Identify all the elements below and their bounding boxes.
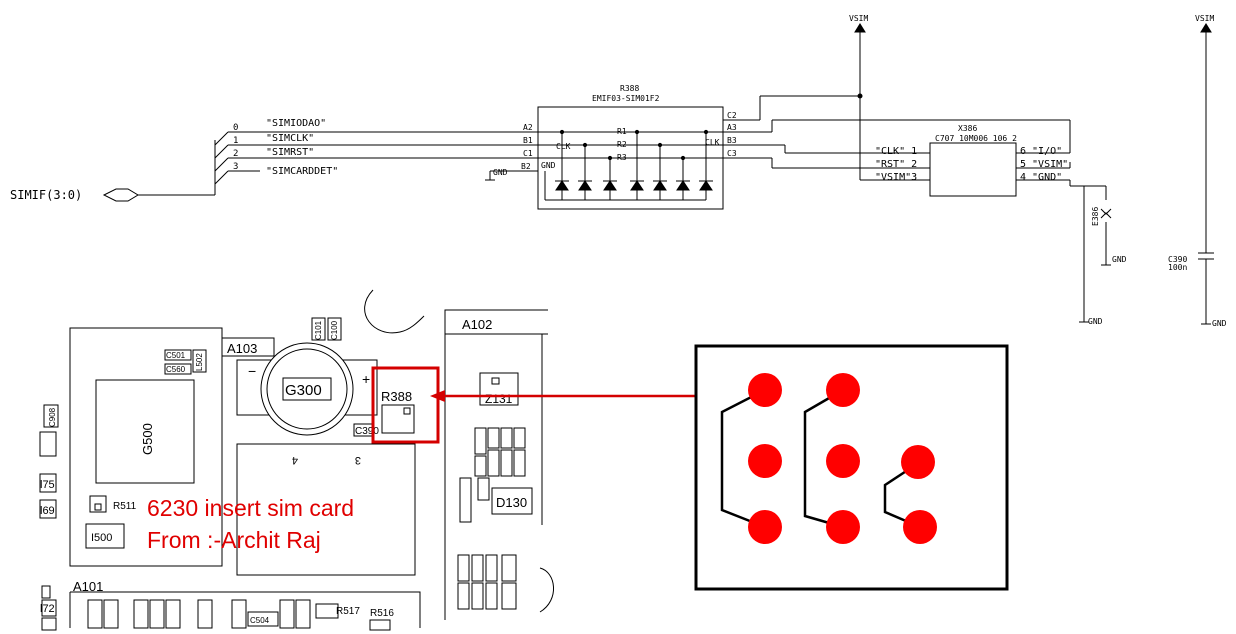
schematic-labels: SIMIF(3:0) 0 1 2 3 "SIMIODAO" "SIMCLK" "… — [10, 14, 1227, 328]
label-c908: C908 — [48, 407, 57, 427]
gnd-label: GND — [1112, 255, 1127, 264]
schematic — [102, 23, 1214, 325]
label-c560: C560 — [166, 365, 186, 374]
filter-pin-left: GND — [541, 161, 556, 170]
signal-name: "SIMCARDDET" — [266, 166, 338, 177]
label-i500: I500 — [91, 532, 112, 544]
label-r517: R517 — [336, 606, 360, 617]
sim-connector-body — [929, 142, 1017, 197]
label-c390: C390 — [355, 426, 379, 437]
label-minus: − — [248, 363, 256, 379]
label-r511: R511 — [113, 501, 137, 512]
filter-pin-right: B3 — [727, 136, 737, 145]
label-r388: R388 — [381, 389, 412, 404]
z131 — [479, 372, 519, 406]
bus-index: 2 — [233, 149, 238, 159]
arrow-head — [430, 390, 445, 402]
vsim-label: VSIM — [849, 14, 868, 23]
label-d130: D130 — [496, 495, 527, 510]
label-pad3: 3 — [355, 454, 361, 466]
label-c101: C101 — [314, 320, 323, 340]
tvs-diode-array — [544, 132, 713, 201]
connector-ref: X386 — [958, 124, 977, 133]
vsim-label: VSIM — [1195, 14, 1214, 23]
capacitor-ref: C390 — [1168, 255, 1187, 264]
filter-clk-left: CLK — [556, 142, 571, 151]
caption-line-1: 6230 insert sim card — [147, 495, 354, 521]
signal-name: "SIMCLK" — [266, 133, 314, 144]
label-l69: l69 — [40, 505, 55, 517]
esd-ref: E386 — [1091, 207, 1100, 226]
connector-pin-left: "CLK" 1 — [875, 146, 917, 157]
label-plus: + — [362, 371, 370, 387]
gnd-label: GND — [493, 168, 508, 177]
r388-pcb — [381, 404, 415, 434]
gnd-label: GND — [1212, 319, 1227, 328]
sim-pad — [826, 373, 860, 407]
sim-pad — [748, 444, 782, 478]
filter-pin-left: B1 — [523, 136, 533, 145]
g500-outline — [69, 327, 223, 567]
label-c100: C100 — [330, 320, 339, 340]
bus-index: 1 — [233, 136, 238, 146]
bus-port — [102, 188, 139, 202]
label-z131: Z131 — [485, 392, 513, 406]
bus-name: SIMIF(3:0) — [10, 188, 82, 202]
label-g300: G300 — [285, 382, 322, 399]
label-a101: A101 — [73, 579, 103, 594]
connector-part: C707_10M006_106_2 — [935, 134, 1017, 143]
connector-pin-right: 5 "VSIM" — [1020, 159, 1068, 170]
signal-name: "SIMRST" — [266, 147, 314, 158]
filter-resistor: R3 — [617, 153, 627, 162]
label-l72: l72 — [40, 603, 55, 615]
pcb-labels: A103 A102 A101 G300 G500 R388 C390 Z131 … — [40, 317, 527, 625]
esd-device — [1100, 186, 1112, 266]
label-a103: A103 — [227, 341, 257, 356]
highlight — [371, 366, 697, 444]
gnd-label: GND — [1088, 317, 1103, 326]
label-pad4: 4 — [292, 454, 298, 466]
filter-pin-left: A2 — [523, 123, 533, 132]
label-r516: R516 — [370, 608, 394, 619]
capacitor-value: 100n — [1168, 263, 1187, 272]
filter-resistor: R2 — [617, 140, 627, 149]
sim-pad-region — [236, 443, 416, 576]
r388-highlight-box — [371, 366, 440, 444]
filter-pin-right: A3 — [727, 123, 737, 132]
connector-pin-left: "VSIM"3 — [875, 172, 917, 183]
d130 — [491, 487, 533, 515]
sim-pad — [826, 444, 860, 478]
filter-ref: R388 — [620, 84, 639, 93]
filter-clk-right: CLK — [705, 138, 720, 147]
bus-index: 3 — [233, 162, 238, 172]
filter-part: EMIF03-SIM01F2 — [592, 94, 660, 103]
filter-pin-left: B2 — [521, 162, 531, 171]
filter-pin-right: C3 — [727, 149, 737, 158]
signal-name: "SIMIODAO" — [266, 118, 326, 129]
pcb-layout — [39, 289, 554, 631]
filter-pin-left: C1 — [523, 149, 533, 158]
label-c501: C501 — [166, 351, 186, 360]
sim-pad — [748, 510, 782, 544]
pad-zoom-inset — [694, 344, 1009, 591]
sim-pad — [748, 373, 782, 407]
bus-index: 0 — [233, 123, 238, 133]
sim-pad — [826, 510, 860, 544]
label-g500: G500 — [140, 423, 155, 455]
label-a102: A102 — [462, 317, 492, 332]
connector-pin-right: 4 "GND" — [1020, 172, 1062, 183]
label-l75: l75 — [40, 479, 55, 491]
sim-pad — [901, 445, 935, 479]
sim-pad — [903, 510, 937, 544]
connector-pin-left: "RST" 2 — [875, 159, 917, 170]
g500-chip — [95, 379, 195, 484]
caption-line-2: From :-Archit Raj — [147, 527, 321, 553]
connector-pin-right: 6 "I/O" — [1020, 146, 1062, 157]
filter-resistor: R1 — [617, 127, 627, 136]
filter-pin-right: C2 — [727, 111, 737, 120]
label-l502: L502 — [195, 353, 204, 371]
label-c504: C504 — [250, 616, 270, 625]
